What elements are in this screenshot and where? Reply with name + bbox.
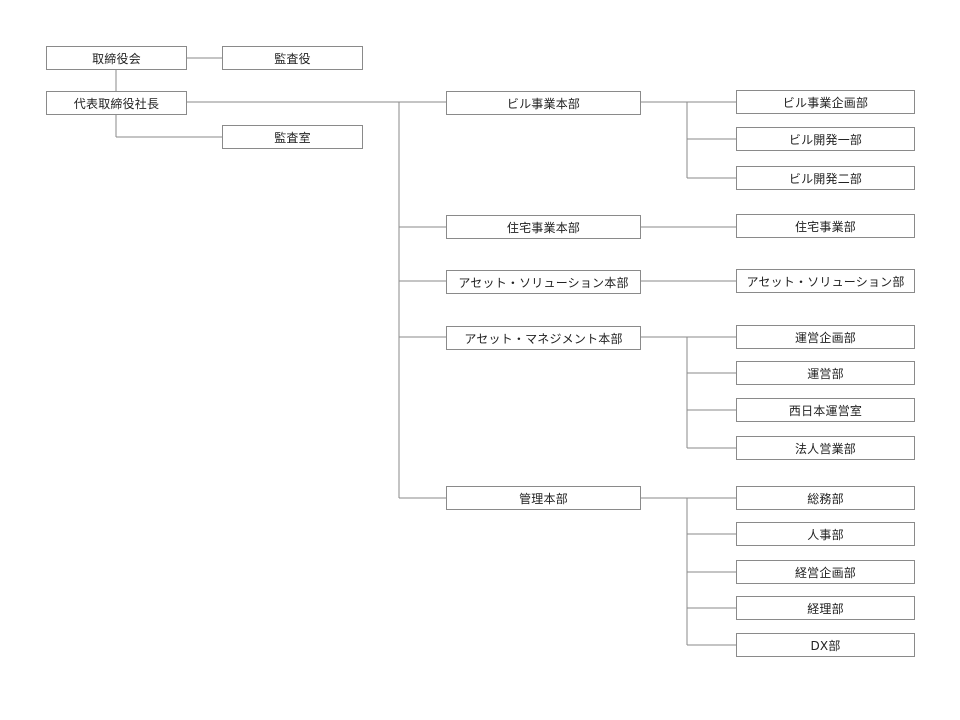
- node-dept-ops-planning-label: 運営企画部: [794, 330, 856, 345]
- node-div-asset-solution-label: アセット・ソリューション本部: [458, 275, 629, 290]
- node-dept-building-dev2: ビル開発二部: [736, 166, 915, 190]
- node-dept-accounting-label: 経理部: [807, 601, 844, 616]
- node-dept-building-dev1-label: ビル開発一部: [788, 132, 863, 147]
- node-board: 取締役会: [46, 46, 187, 70]
- node-div-residential: 住宅事業本部: [446, 215, 641, 239]
- node-dept-building-planning-label: ビル事業企画部: [782, 95, 869, 110]
- node-dept-building-dev2-label: ビル開発二部: [788, 171, 863, 186]
- node-dept-west-japan: 西日本運営室: [736, 398, 915, 422]
- node-dept-operations-label: 運営部: [807, 366, 844, 381]
- node-dept-dx-label: DX部: [810, 638, 841, 653]
- node-auditor-label: 監査役: [274, 51, 311, 66]
- node-dept-mgmt-planning-label: 経営企画部: [794, 565, 856, 580]
- node-dept-ops-planning: 運営企画部: [736, 325, 915, 349]
- node-dept-accounting: 経理部: [736, 596, 915, 620]
- node-president-label: 代表取締役社長: [73, 96, 160, 111]
- node-audit-office-label: 監査室: [274, 130, 311, 145]
- node-dept-general-affairs: 総務部: [736, 486, 915, 510]
- node-div-asset-management: アセット・マネジメント本部: [446, 326, 641, 350]
- node-dept-asset-solution: アセット・ソリューション部: [736, 269, 915, 293]
- node-dept-residential-label: 住宅事業部: [794, 219, 856, 234]
- node-dept-west-japan-label: 西日本運営室: [788, 403, 863, 418]
- node-dept-hr: 人事部: [736, 522, 915, 546]
- node-div-building-label: ビル事業本部: [506, 96, 581, 111]
- node-dept-mgmt-planning: 経営企画部: [736, 560, 915, 584]
- node-dept-general-affairs-label: 総務部: [807, 491, 844, 506]
- node-div-asset-solution: アセット・ソリューション本部: [446, 270, 641, 294]
- node-dept-corporate-sales: 法人営業部: [736, 436, 915, 460]
- node-audit-office: 監査室: [222, 125, 363, 149]
- node-dept-hr-label: 人事部: [807, 527, 844, 542]
- node-dept-building-planning: ビル事業企画部: [736, 90, 915, 114]
- node-auditor: 監査役: [222, 46, 363, 70]
- node-board-label: 取締役会: [92, 51, 141, 66]
- node-div-residential-label: 住宅事業本部: [506, 220, 581, 235]
- node-dept-corporate-sales-label: 法人営業部: [794, 441, 856, 456]
- node-dept-residential: 住宅事業部: [736, 214, 915, 238]
- node-div-asset-management-label: アセット・マネジメント本部: [464, 331, 623, 346]
- node-div-building: ビル事業本部: [446, 91, 641, 115]
- node-dept-building-dev1: ビル開発一部: [736, 127, 915, 151]
- node-dept-asset-solution-label: アセット・ソリューション部: [746, 274, 905, 289]
- node-dept-operations: 運営部: [736, 361, 915, 385]
- node-president: 代表取締役社長: [46, 91, 187, 115]
- node-div-admin-label: 管理本部: [519, 491, 568, 506]
- node-div-admin: 管理本部: [446, 486, 641, 510]
- node-dept-dx: DX部: [736, 633, 915, 657]
